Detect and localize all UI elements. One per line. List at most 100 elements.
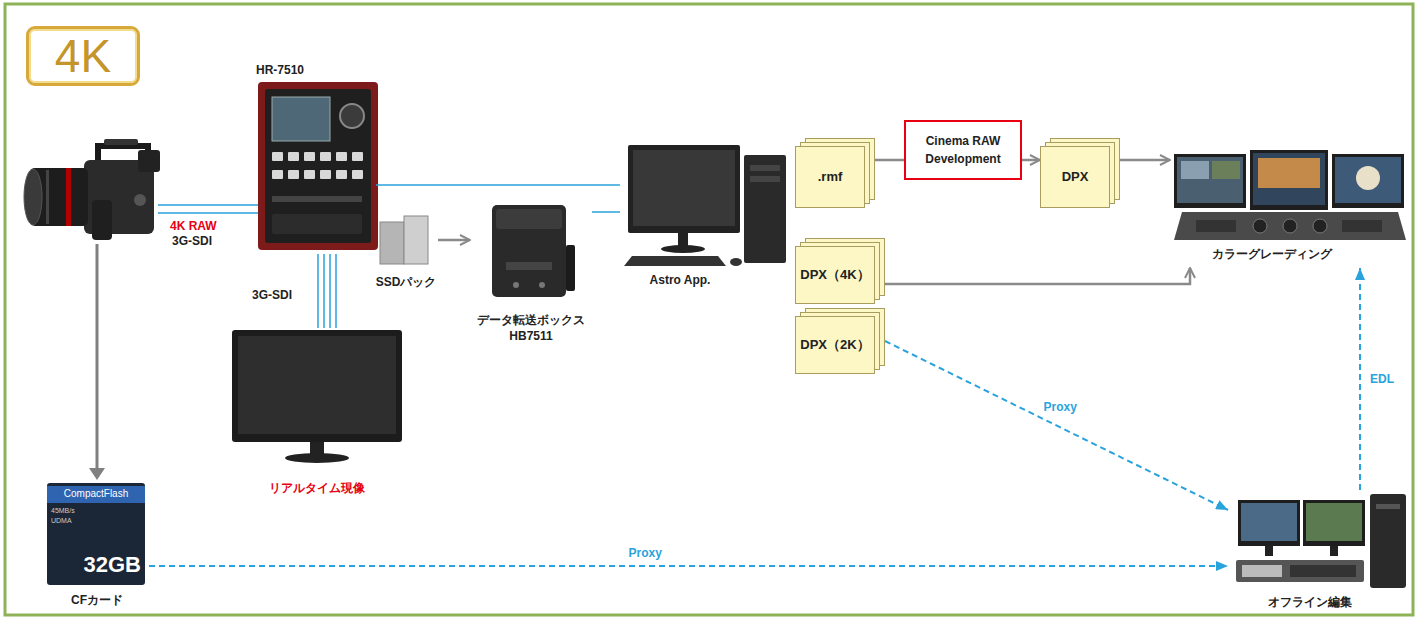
camera-wires-part	[158, 212, 258, 214]
ssd-pack: SSDパック	[374, 212, 438, 292]
transfer-box-illustration-part	[506, 262, 552, 270]
camera-illustration-part	[134, 194, 146, 206]
grading-station-illustration-part	[1283, 219, 1297, 233]
grading-station-illustration-part	[1174, 154, 1246, 208]
connector	[1022, 160, 1040, 161]
process-box: Cinema RAW Development	[904, 120, 1022, 180]
camera-wires	[158, 205, 258, 213]
recorder-illustration-part	[336, 170, 347, 179]
node-text: Astro App.	[620, 272, 740, 288]
node-text: 45MB/s	[51, 506, 111, 515]
monitor-illustration-part	[238, 336, 396, 434]
camera-to-card-arrow	[89, 244, 105, 480]
editing-station-illustration-part	[1370, 494, 1406, 588]
grading-station: カラーグレーディング	[1170, 146, 1408, 268]
connector-line	[438, 239, 470, 242]
connector-line	[592, 211, 620, 213]
camera-illustration-part	[66, 168, 71, 226]
camera-illustration-part	[138, 150, 160, 172]
pc-illustration-part	[678, 233, 688, 247]
recorder-illustration-part	[336, 152, 347, 161]
grading-station-illustration-part	[1174, 212, 1406, 240]
editing-station-illustration-part	[1330, 546, 1338, 556]
recorder-illustration-part	[258, 82, 378, 250]
cf-card-illustration-part	[47, 486, 145, 503]
file-stack: .rmf	[795, 138, 875, 208]
pc-illustration-part	[624, 256, 726, 266]
file-stack: DPX	[1040, 138, 1120, 208]
recorder-illustration-part	[288, 152, 299, 161]
grading-station-illustration-part	[1250, 150, 1328, 210]
connector-line	[335, 254, 337, 328]
ssd-illustration-part	[404, 216, 428, 264]
signal-label: 3G-SDI	[170, 234, 214, 248]
monitor-illustration-part	[285, 453, 349, 463]
camera-illustration-part	[46, 170, 49, 224]
grading-station-illustration-part	[1335, 157, 1401, 203]
transfer-box-illustration-part	[513, 282, 519, 288]
frame	[5, 4, 1413, 615]
cf-card-illustration-part	[47, 483, 145, 585]
pc-illustration-part	[750, 165, 780, 171]
grading-station-illustration-part	[1332, 154, 1404, 208]
grading-station-illustration-part	[1196, 220, 1236, 232]
recorder-illustration-part	[272, 214, 362, 234]
connector-line	[1359, 268, 1361, 490]
badge-box: 4K	[26, 26, 140, 86]
transfer-box: データ転送ボックス HB7511	[470, 200, 592, 348]
grading-station-illustration	[1174, 150, 1406, 240]
pc-illustration-part	[744, 155, 786, 263]
pc-illustration-part	[633, 150, 735, 226]
node-text: CFカード	[45, 592, 149, 608]
editing-station-illustration-part	[1238, 500, 1300, 546]
connector	[1120, 160, 1170, 161]
connector-line	[875, 159, 904, 162]
connector-line	[149, 565, 1228, 567]
document-page	[796, 317, 875, 374]
camera-illustration-part	[92, 200, 112, 240]
document-page	[796, 247, 875, 304]
recorder-illustration-part	[304, 170, 315, 179]
grading-station-illustration-part	[1342, 220, 1382, 232]
workstation: Astro App.	[620, 140, 788, 292]
editing-station: オフライン編集	[1228, 490, 1408, 612]
node-text: UDMA	[51, 516, 111, 525]
connector-line	[376, 184, 620, 186]
editing-station-illustration-part	[1306, 503, 1362, 541]
node-text: リアルタイム現像	[228, 480, 406, 496]
signal-label: 4K RAW	[168, 219, 219, 233]
file-stack: DPX（4K）	[795, 238, 885, 304]
node-text: オフライン編集	[1228, 594, 1392, 610]
recorder-illustration-part	[272, 97, 330, 141]
grading-station-illustration-part	[1313, 219, 1327, 233]
transfer-box-illustration-part	[539, 282, 545, 288]
node-text: DPX	[1040, 169, 1110, 185]
node-text: データ転送ボックス HB7511	[470, 312, 592, 344]
camera-wires-part	[158, 204, 258, 206]
connector-line	[885, 341, 1228, 510]
connector	[318, 254, 336, 328]
editing-station-illustration-part	[1303, 500, 1365, 546]
transfer-box-illustration	[492, 205, 575, 297]
camera-illustration-part	[24, 169, 42, 225]
edge-label: 3G-SDI	[250, 288, 294, 302]
recorder-illustration-part	[272, 170, 283, 179]
editing-station-illustration-part	[1241, 503, 1297, 541]
ssd-illustration	[380, 216, 428, 264]
monitor-illustration	[232, 330, 402, 463]
camera-to-card-arrow-part	[89, 468, 105, 480]
frame-part	[5, 4, 1413, 615]
grading-station-illustration-part	[1253, 219, 1267, 233]
node-text: DPX（2K）	[795, 337, 875, 353]
recorder-illustration	[258, 82, 378, 250]
cf-card-illustration	[47, 483, 145, 585]
cf-card: CompactFlash45MB/sUDMA32GBCFカード	[45, 480, 149, 612]
editing-station-illustration-part	[1290, 565, 1356, 577]
pc-illustration-part	[661, 245, 705, 253]
pc-illustration-part	[628, 145, 740, 233]
connector	[875, 160, 904, 161]
pc-illustration-part	[730, 258, 742, 266]
ssd-illustration-part	[380, 222, 404, 264]
